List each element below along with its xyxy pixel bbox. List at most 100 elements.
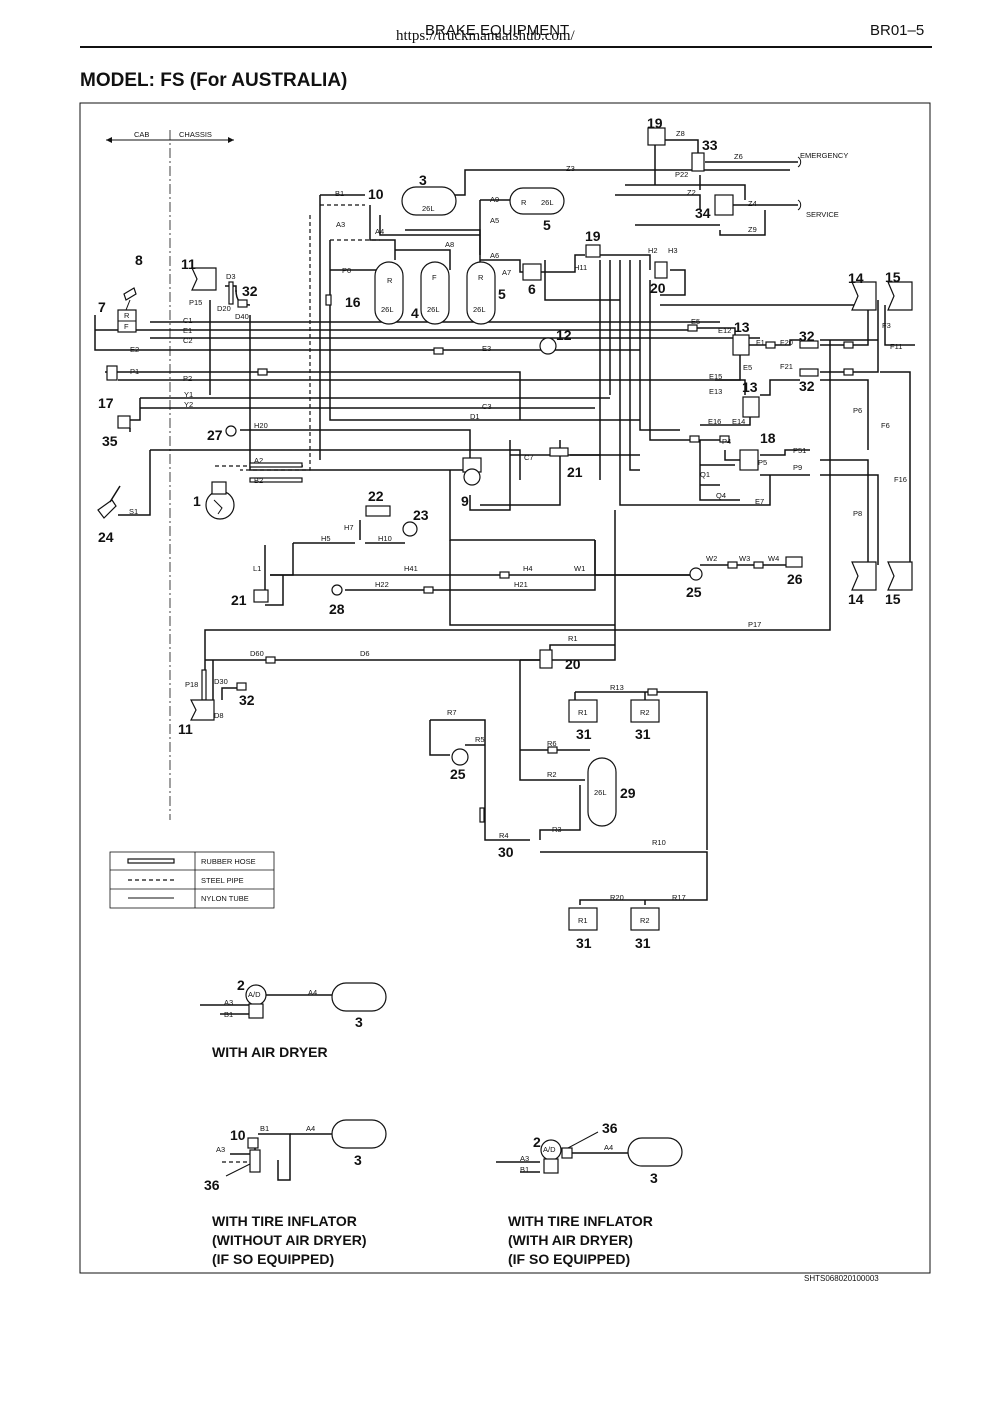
svg-text:F21: F21 bbox=[780, 362, 793, 371]
label-cab: CAB bbox=[134, 130, 149, 139]
svg-text:P8: P8 bbox=[853, 509, 862, 518]
header-rule bbox=[80, 46, 932, 48]
svg-text:B1: B1 bbox=[260, 1124, 269, 1133]
svg-text:24: 24 bbox=[98, 529, 114, 545]
svg-text:F: F bbox=[124, 322, 129, 331]
svg-text:A8: A8 bbox=[445, 240, 454, 249]
svg-text:Z6: Z6 bbox=[734, 152, 743, 161]
label-emergency: EMERGENCY bbox=[800, 151, 848, 160]
svg-text:H21: H21 bbox=[514, 580, 528, 589]
svg-text:5: 5 bbox=[543, 217, 551, 233]
couplings bbox=[257, 294, 854, 754]
svg-text:2: 2 bbox=[237, 977, 245, 993]
trailer-couplings: EMERGENCY SERVICE bbox=[790, 151, 848, 219]
svg-text:18: 18 bbox=[760, 430, 776, 446]
svg-text:H3: H3 bbox=[668, 246, 678, 255]
svg-text:F11: F11 bbox=[890, 342, 902, 351]
svg-text:D60: D60 bbox=[250, 649, 264, 658]
svg-text:32: 32 bbox=[242, 283, 258, 299]
svg-text:D40: D40 bbox=[235, 312, 249, 321]
svg-text:Q1: Q1 bbox=[700, 470, 710, 479]
legend-steel-label: STEEL PIPE bbox=[201, 876, 244, 885]
svg-text:2: 2 bbox=[533, 1134, 541, 1150]
svg-text:7: 7 bbox=[98, 299, 106, 315]
svg-text:22: 22 bbox=[368, 488, 384, 504]
svg-text:32: 32 bbox=[239, 692, 255, 708]
svg-text:15: 15 bbox=[885, 591, 901, 607]
svg-text:H5: H5 bbox=[321, 534, 331, 543]
svg-text:3: 3 bbox=[419, 172, 427, 188]
svg-text:A2: A2 bbox=[254, 456, 263, 465]
svg-text:3: 3 bbox=[650, 1170, 658, 1186]
svg-text:H4: H4 bbox=[523, 564, 533, 573]
svg-text:34: 34 bbox=[695, 205, 711, 221]
svg-text:P5: P5 bbox=[758, 458, 767, 467]
svg-text:R17: R17 bbox=[672, 893, 686, 902]
svg-text:E14: E14 bbox=[732, 417, 745, 426]
spring-chamber-11 bbox=[190, 267, 217, 721]
svg-text:36: 36 bbox=[204, 1177, 220, 1193]
svg-text:19: 19 bbox=[585, 228, 601, 244]
svg-text:Z2: Z2 bbox=[687, 188, 696, 197]
svg-text:A7: A7 bbox=[502, 268, 511, 277]
caption-tire-dryer-2: (WITH AIR DRYER) bbox=[508, 1232, 633, 1248]
svg-text:L1: L1 bbox=[253, 564, 261, 573]
legend-rubber-swatch bbox=[127, 858, 175, 864]
svg-text:4: 4 bbox=[411, 305, 419, 321]
svg-text:P6: P6 bbox=[853, 406, 862, 415]
svg-text:36: 36 bbox=[602, 1120, 618, 1136]
component-numbers: 8 11 7 32 17 35 27 1 24 10 3 16 4 5 5 6 … bbox=[98, 115, 901, 951]
svg-text:H20: H20 bbox=[254, 421, 268, 430]
svg-text:6: 6 bbox=[528, 281, 536, 297]
svg-text:E15: E15 bbox=[709, 372, 722, 381]
svg-text:F16: F16 bbox=[894, 475, 907, 484]
svg-text:F20: F20 bbox=[780, 338, 793, 347]
caption-tire-no-dryer-2: (WITHOUT AIR DRYER) bbox=[212, 1232, 367, 1248]
header-url: https://truckmanualshub.com/ bbox=[396, 28, 575, 44]
svg-text:H7: H7 bbox=[344, 523, 354, 532]
svg-text:C2: C2 bbox=[183, 336, 193, 345]
svg-text:11: 11 bbox=[181, 256, 196, 272]
svg-text:R2: R2 bbox=[640, 708, 650, 717]
svg-text:B1: B1 bbox=[335, 189, 344, 198]
svg-text:A4: A4 bbox=[308, 988, 317, 997]
svg-text:D20: D20 bbox=[217, 304, 231, 313]
label-service: SERVICE bbox=[806, 210, 839, 219]
svg-text:13: 13 bbox=[734, 319, 750, 335]
svg-text:P15: P15 bbox=[189, 298, 202, 307]
svg-text:R4: R4 bbox=[499, 831, 509, 840]
svg-text:23: 23 bbox=[413, 507, 429, 523]
svg-text:W4: W4 bbox=[768, 554, 779, 563]
caption-air-dryer: WITH AIR DRYER bbox=[212, 1044, 328, 1060]
svg-text:P18: P18 bbox=[185, 680, 198, 689]
svg-text:13: 13 bbox=[742, 379, 758, 395]
svg-text:P1: P1 bbox=[130, 367, 139, 376]
pipe-labels: B1 A3 A4 A9 A5 A8 A6 A7 Z3 Z8 Z6 P22 Z2 … bbox=[129, 129, 907, 902]
svg-text:28: 28 bbox=[329, 601, 345, 617]
svg-text:12: 12 bbox=[556, 327, 572, 343]
svg-text:21: 21 bbox=[567, 464, 583, 480]
svg-text:S1: S1 bbox=[129, 507, 138, 516]
svg-text:E7: E7 bbox=[755, 497, 764, 506]
svg-text:P51: P51 bbox=[793, 446, 806, 455]
svg-text:32: 32 bbox=[799, 378, 815, 394]
svg-text:3: 3 bbox=[355, 1014, 363, 1030]
inset-tire-dryer: A/D 2 36 A3 B1 A4 3 WITH TIRE INFLATOR (… bbox=[496, 1120, 683, 1267]
svg-text:R1: R1 bbox=[578, 708, 588, 717]
svg-text:31: 31 bbox=[576, 935, 592, 951]
svg-text:R1: R1 bbox=[578, 916, 588, 925]
svg-text:26: 26 bbox=[787, 571, 803, 587]
svg-text:19: 19 bbox=[647, 115, 663, 131]
rubber-hoses bbox=[201, 281, 485, 823]
svg-text:C7: C7 bbox=[524, 453, 534, 462]
svg-text:Z9: Z9 bbox=[748, 225, 757, 234]
svg-text:R13: R13 bbox=[610, 683, 624, 692]
svg-text:E12: E12 bbox=[718, 326, 731, 335]
svg-text:R1: R1 bbox=[568, 634, 578, 643]
svg-text:A4: A4 bbox=[604, 1143, 613, 1152]
svg-text:R: R bbox=[124, 311, 130, 320]
diagram-frame bbox=[79, 102, 931, 1274]
legend-nylon-label: NYLON TUBE bbox=[201, 894, 249, 903]
svg-text:P0: P0 bbox=[342, 266, 351, 275]
tank-5-front: 26L R bbox=[466, 261, 496, 325]
